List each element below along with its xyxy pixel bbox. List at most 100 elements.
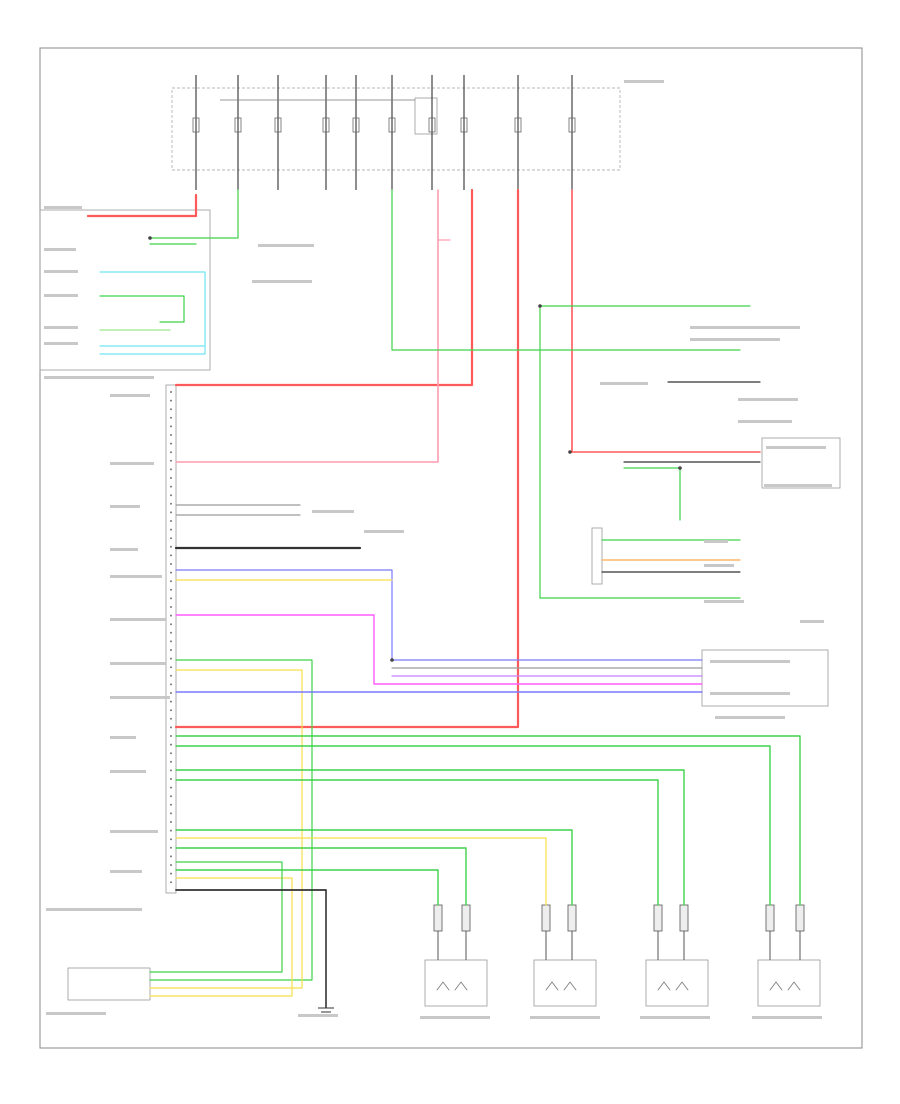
fine-print bbox=[690, 338, 780, 341]
wire-green bbox=[623, 467, 681, 521]
sensor-plug bbox=[653, 904, 663, 932]
connector-pin bbox=[170, 692, 172, 694]
fine-print bbox=[710, 692, 790, 695]
connector-pin bbox=[170, 674, 172, 677]
wire-green bbox=[175, 745, 771, 906]
connector-pin bbox=[170, 502, 172, 505]
input-module bbox=[39, 209, 211, 371]
wire-green bbox=[175, 779, 659, 906]
wire-green bbox=[391, 189, 741, 351]
fine-print bbox=[298, 1014, 338, 1017]
connector-pin bbox=[170, 528, 172, 531]
fine-print bbox=[312, 510, 354, 513]
wire-layer bbox=[86, 188, 801, 997]
connector-pin bbox=[170, 743, 172, 746]
connector-pin bbox=[170, 657, 172, 660]
connector-pin bbox=[170, 864, 172, 866]
fine-print bbox=[738, 398, 798, 401]
fine-print bbox=[530, 1016, 600, 1019]
fine-print bbox=[252, 280, 312, 283]
fine-print bbox=[110, 662, 166, 665]
fuse-group bbox=[192, 75, 576, 190]
connector-pin bbox=[170, 700, 172, 703]
connector-pin bbox=[170, 795, 172, 798]
connector-pin bbox=[170, 838, 172, 841]
fine-print bbox=[110, 462, 154, 465]
fuse bbox=[568, 117, 576, 133]
wire-green bbox=[539, 305, 751, 599]
fine-print bbox=[46, 1012, 106, 1015]
instrument-module bbox=[761, 437, 841, 489]
fuse bbox=[192, 117, 200, 133]
wire-red bbox=[86, 193, 198, 218]
connector-pin bbox=[170, 769, 172, 772]
fine-print bbox=[710, 660, 790, 663]
connector-pin bbox=[170, 459, 172, 462]
connector-pin bbox=[170, 588, 172, 591]
fine-print bbox=[44, 326, 78, 329]
connector-pin bbox=[170, 477, 172, 479]
pressure-sensor bbox=[67, 967, 151, 1001]
connector-pin bbox=[170, 855, 172, 858]
wire-pink bbox=[175, 189, 439, 463]
fine-print bbox=[110, 505, 140, 508]
fuse bbox=[274, 117, 282, 133]
connector-pin bbox=[170, 614, 172, 617]
connector-pin bbox=[170, 408, 172, 411]
fine-print bbox=[704, 564, 734, 567]
sensor-plug bbox=[461, 904, 471, 932]
connector-pin bbox=[170, 451, 172, 454]
wire-green bbox=[149, 861, 283, 973]
sensor-plug bbox=[765, 904, 775, 932]
fuse bbox=[428, 117, 436, 133]
wire-green bbox=[175, 769, 685, 906]
splice-point bbox=[568, 450, 572, 454]
fine-print bbox=[110, 736, 136, 739]
fine-print bbox=[800, 620, 824, 623]
wire-cyan bbox=[99, 271, 206, 355]
controller-connector bbox=[165, 384, 177, 894]
connector-pin bbox=[170, 434, 172, 436]
fuse bbox=[234, 117, 242, 133]
connector-pin bbox=[170, 391, 172, 393]
fine-print bbox=[640, 1016, 710, 1019]
splice-point bbox=[148, 236, 152, 240]
connector-pin bbox=[170, 442, 172, 445]
wire-green bbox=[99, 295, 185, 323]
fine-print bbox=[420, 1016, 490, 1019]
connector-pin bbox=[170, 416, 172, 419]
pin-group bbox=[170, 391, 172, 884]
fine-print bbox=[764, 484, 832, 487]
fine-print bbox=[752, 1016, 822, 1019]
fine-print bbox=[600, 382, 648, 385]
connector-pin bbox=[170, 571, 172, 574]
connector-pin bbox=[170, 717, 172, 720]
fine-print bbox=[110, 696, 170, 699]
connector-pin bbox=[170, 425, 172, 428]
relay-box bbox=[414, 97, 438, 135]
connector-pin bbox=[170, 666, 172, 669]
fine-print bbox=[44, 376, 154, 379]
fine-print bbox=[738, 420, 792, 423]
fuse bbox=[460, 117, 468, 133]
connector-pin bbox=[170, 554, 172, 557]
wheel-sensor-rf bbox=[533, 959, 597, 1007]
connector-pin bbox=[170, 631, 172, 634]
sensor-plug bbox=[679, 904, 689, 932]
connector-pin bbox=[170, 563, 172, 565]
fine-print bbox=[364, 530, 404, 533]
fuse bbox=[352, 117, 360, 133]
connector-pin bbox=[170, 468, 172, 471]
connector-pin bbox=[170, 846, 172, 849]
wire-blue bbox=[175, 569, 703, 661]
connector-pin bbox=[170, 812, 172, 815]
connector-pin bbox=[170, 778, 172, 780]
connector-pin bbox=[170, 545, 172, 548]
switch-connector bbox=[591, 527, 603, 585]
connector-pin bbox=[170, 520, 172, 522]
fine-print bbox=[704, 540, 728, 543]
fine-print bbox=[44, 294, 78, 297]
connector-pin bbox=[170, 640, 172, 643]
